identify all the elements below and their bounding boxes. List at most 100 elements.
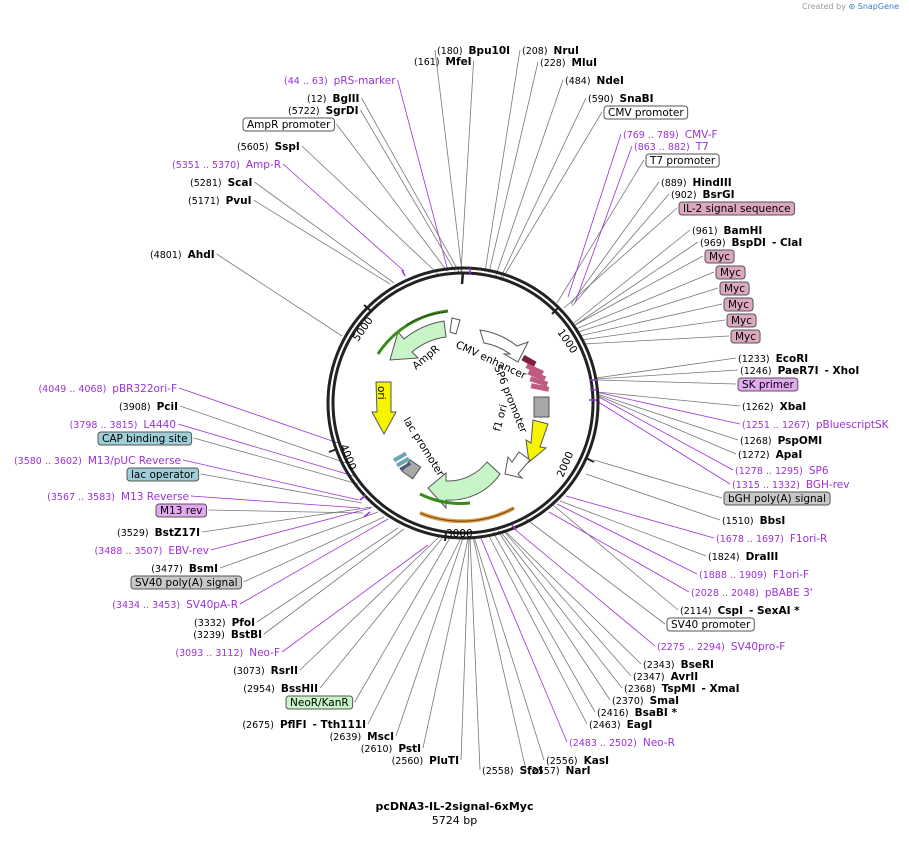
feature-cmv-enhancer-arrow <box>479 329 530 363</box>
primer-amp-r-7: Amp-R <box>246 159 281 171</box>
enzyme-extra-tspmi-41: - XmaI <box>701 683 739 695</box>
label-position-sv40pro-f-44: (2275 .. 2294) <box>657 642 725 653</box>
label-pcii-12: (3908)PciI <box>119 401 178 413</box>
leader-cmv-promoter-76 <box>500 111 603 282</box>
label-pvui-9: (5171)PvuI <box>188 195 252 207</box>
label-box-text-ampr-promoter-5: AmpR promoter <box>247 119 331 131</box>
primer-bgh-rev-53: BGH-rev <box>806 479 850 491</box>
enzyme-pfoi-24: PfoI <box>232 617 255 629</box>
label-amp-r-7: (5351 .. 5370)Amp-R <box>172 159 281 171</box>
label-f1ori-f-48: (1888 .. 1909)F1ori-F <box>699 569 809 581</box>
enzyme-psti-32: PstI <box>398 743 421 755</box>
leader-bseri-43 <box>503 529 642 665</box>
label-scai-8: (5281)ScaI <box>190 177 252 189</box>
label-cap-binding-site-14: CAP binding site <box>97 431 193 446</box>
feature-sv40-promoter-arrow <box>504 451 531 479</box>
leader-neo-r-37 <box>479 535 568 743</box>
leader-ahdi-10 <box>216 253 343 337</box>
label-position-pluti-33: (2560) <box>392 756 424 767</box>
leader-bstbi-25 <box>263 528 405 635</box>
label-position-prs-marker-2: (44 .. 63) <box>284 76 328 87</box>
leader-pcii-12 <box>179 405 350 465</box>
leader-sv40-promoter-45 <box>525 518 666 625</box>
label-position-bgh-rev-53: (1315 .. 1332) <box>732 480 800 491</box>
label-t7-promoter-73: T7 promoter <box>645 153 720 168</box>
label-psti-32: (2610) PstI <box>361 743 421 755</box>
leader-draiii-49 <box>559 500 707 557</box>
leader-apai-55 <box>596 394 737 455</box>
tick-label-3000: 3000 <box>446 528 473 540</box>
label-sv40pa-r-23: (3434 .. 3453)SV40pA-R <box>112 599 238 611</box>
label-pbluescriptsk-57: (1251 .. 1267)pBluescriptSK <box>742 419 890 431</box>
label-position-cmv-f-75: (769 .. 789) <box>623 130 679 141</box>
label-cspi-46: (2114)CspI- SexAI * <box>680 605 800 617</box>
label-position-nari-35: (2557) <box>528 766 560 777</box>
leader-snabi-77 <box>499 97 587 280</box>
leader-amp-r-7 <box>282 163 405 272</box>
label-box-text-myc-63: Myc <box>731 315 752 327</box>
label-bsshii-28: (2954) BssHII <box>243 683 318 695</box>
label-sgrdi-4: (5722)SgrDI <box>288 105 358 117</box>
label-neo-f-26: (3093 .. 3112)Neo-F <box>175 647 280 659</box>
feature-neor-arrow <box>427 461 501 510</box>
label-box-text-neor-kanr-29: NeoR/KanR <box>290 697 349 709</box>
primer-cmv-f-75: CMV-F <box>685 129 718 141</box>
label-box-text-t7-promoter-73: T7 promoter <box>649 155 716 167</box>
primer-neo-r-37: Neo-R <box>643 737 675 749</box>
label-position-f1ori-f-48: (1888 .. 1909) <box>699 570 767 581</box>
leader-bsmi-21 <box>219 511 379 569</box>
label-position-cspi-46: (2114) <box>680 606 712 617</box>
label-position-sgrdi-4: (5722) <box>288 106 320 117</box>
enzyme-smai-40: SmaI <box>650 695 680 707</box>
enzyme-bstbi-25: BstBI <box>231 629 262 641</box>
label-position-f1ori-r-50: (1678 .. 1697) <box>716 534 784 545</box>
label-mfei-1: (161)MfeI <box>414 56 472 68</box>
label-box-il-2-signal-sequence-70 <box>678 201 796 216</box>
enzyme-ecori-61: EcoRI <box>776 353 809 365</box>
label-myc-65: Myc <box>719 281 750 296</box>
primer-pbr322ori-f-11: pBR322ori-F <box>112 383 177 395</box>
primer-sv40pro-f-44: SV40pro-F <box>731 641 785 653</box>
credit-brand: SnapGene <box>857 2 899 11</box>
label-position-pbabe-3-47: (2028 .. 2048) <box>691 588 759 599</box>
label-position-ndei-78: (484) <box>565 76 591 87</box>
leader-bgh-poly-a-signal-52 <box>593 459 723 499</box>
label-cmv-promoter-76: CMV promoter <box>603 105 689 120</box>
enzyme-cspi-46: CspI <box>718 605 743 617</box>
label-position-pvui-9: (5171) <box>188 196 220 207</box>
leader-neo-f-26 <box>281 544 429 653</box>
label-position-bamhi-69: (961) <box>692 226 718 237</box>
feature-name-f1-ori: f1 ori <box>491 403 510 433</box>
feature-bgh-polya-box <box>533 396 550 418</box>
enzyme-snabi-77: SnaBI <box>620 93 654 105</box>
label-position-bsshii-28: (2954) <box>243 684 275 695</box>
leader-cap-binding-site-14 <box>193 437 359 485</box>
label-position-psti-32: (2610) <box>361 744 393 755</box>
leader-cmv-f-75 <box>567 133 622 298</box>
leader-myc-66 <box>575 271 715 330</box>
enzyme-pluti-33: PluTI <box>429 755 459 767</box>
label-position-bsmi-21: (3477) <box>151 564 183 575</box>
enzyme-mfei-1: MfeI <box>446 56 472 68</box>
enzyme-bsshii-28: BssHII <box>281 683 318 695</box>
label-pflfi-30: (2675)PflFI- Tth111I <box>242 719 366 731</box>
enzyme-extra-bspdi-68: - ClaI <box>772 237 802 249</box>
label-position-l4440-13: (3798 .. 3815) <box>70 420 138 431</box>
label-sv40pro-f-44: (2275 .. 2294) SV40pro-F <box>657 641 785 653</box>
label-l4440-13: (3798 .. 3815) L4440 <box>70 419 176 431</box>
primer-l4440-13: L4440 <box>143 419 176 431</box>
leader-msci-31 <box>395 537 464 737</box>
label-bgh-poly-a-signal-52: bGH poly(A) signal <box>723 491 831 506</box>
label-position-bseri-43: (2343) <box>643 660 675 671</box>
label-box-cap-binding-site-14 <box>97 431 193 446</box>
label-position-mlui-79: (228) <box>540 58 566 69</box>
label-ndei-78: (484)NdeI <box>565 75 624 87</box>
enzyme-bsabi-39: BsaBI * <box>635 707 678 719</box>
leader-sspi-6 <box>301 145 439 275</box>
label-sk-primer-59: SK primer <box>737 377 799 392</box>
enzyme-draiii-49: DraIII <box>746 551 779 563</box>
label-position-m13-reverse-17: (3567 .. 3583) <box>47 492 115 503</box>
label-position-ahdi-10: (4801) <box>150 250 182 261</box>
leader-f1ori-r-50 <box>565 495 715 539</box>
leader-myc-67 <box>574 255 704 326</box>
